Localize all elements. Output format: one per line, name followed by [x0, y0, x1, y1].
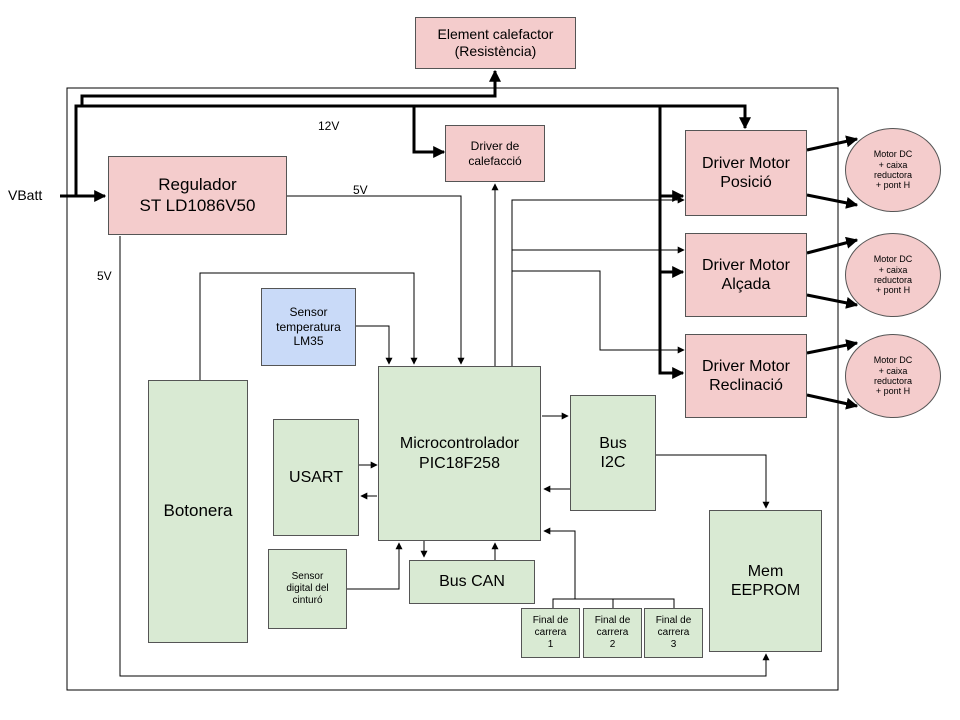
motor-2-circle: Motor DC + caixa reductora + pont H	[845, 233, 941, 317]
regulator-block: Regulador ST LD1086V50	[108, 156, 287, 235]
eeprom-block: Mem EEPROM	[709, 510, 822, 652]
i2c-bus-block: Bus I2C	[570, 395, 656, 511]
power-5v-label: 5V	[353, 183, 368, 197]
power-12v-bus	[60, 69, 751, 379]
vbatt-label: VBatt	[8, 187, 43, 203]
system-enclosure	[66, 87, 839, 691]
temperature-sensor-block: Sensor temperatura LM35	[261, 288, 356, 366]
motor-1-circle: Motor DC + caixa reductora + pont H	[845, 128, 941, 212]
motor-driver-height-block: Driver Motor Alçada	[685, 233, 807, 317]
signal-lines	[119, 183, 770, 677]
motor-driver-recline-block: Driver Motor Reclinació	[685, 334, 807, 418]
motor-driver-position-block: Driver Motor Posició	[685, 130, 807, 216]
heater-element-block: Element calefactor (Resistència)	[415, 17, 576, 69]
keypad-block: Botonera	[148, 380, 248, 643]
motor-3-circle: Motor DC + caixa reductora + pont H	[845, 334, 941, 418]
seatbelt-sensor-block: Sensor digital del cinturó	[268, 549, 347, 629]
microcontroller-block: Microcontrolador PIC18F258	[378, 366, 541, 541]
power-12v-label: 12V	[318, 119, 340, 133]
heater-driver-block: Driver de calefacció	[445, 125, 545, 182]
limit-switch-1-block: Final de carrera 1	[521, 608, 580, 658]
limit-switch-3-block: Final de carrera 3	[644, 608, 703, 658]
power-5v-left-label: 5V	[97, 269, 112, 283]
limit-switch-2-block: Final de carrera 2	[583, 608, 642, 658]
usart-block: USART	[273, 419, 359, 536]
can-bus-block: Bus CAN	[409, 560, 535, 604]
motor-drive-lines	[806, 135, 859, 410]
